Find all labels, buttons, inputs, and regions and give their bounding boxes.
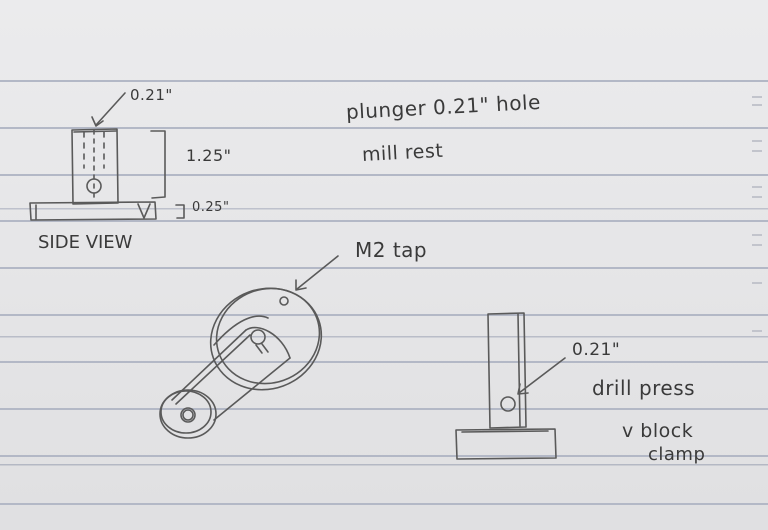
ruled-line bbox=[0, 174, 768, 176]
ruled-line bbox=[0, 314, 768, 316]
side-hole-circle bbox=[86, 178, 102, 194]
margin-mark bbox=[752, 140, 762, 142]
top-dimension-arrow bbox=[95, 92, 126, 126]
arm-right-edge bbox=[213, 357, 291, 421]
margin-mark bbox=[752, 96, 762, 98]
ruled-line bbox=[0, 220, 768, 222]
ruled-line bbox=[0, 503, 768, 505]
upright-plate bbox=[487, 312, 527, 429]
arm-end-boss bbox=[159, 389, 217, 439]
base-thickness-label: 0.25" bbox=[192, 200, 230, 215]
drill-press-drawing bbox=[455, 312, 566, 460]
base-thickness-bracket bbox=[175, 204, 185, 219]
right-diameter-label: 0.21" bbox=[572, 340, 621, 360]
margin-mark bbox=[752, 234, 762, 236]
side-view-label: SIDE VIEW bbox=[38, 232, 133, 253]
arm-end-boss-inner bbox=[160, 390, 212, 434]
disc-edge-shadow bbox=[213, 315, 269, 346]
ruled-line bbox=[0, 455, 768, 457]
arm-left-edge bbox=[171, 329, 247, 401]
upright-plate-inner-edge bbox=[517, 313, 521, 427]
margin-mark bbox=[752, 104, 762, 106]
top-diameter-label: 0.21" bbox=[130, 86, 173, 104]
center-hole bbox=[250, 329, 266, 345]
m2-arrow bbox=[296, 255, 339, 290]
clamp-label: clamp bbox=[648, 444, 706, 465]
right-arrow-head bbox=[517, 383, 529, 395]
mill-rest-note: mill rest bbox=[361, 139, 444, 166]
upright-block-top-edge bbox=[73, 130, 117, 133]
height-label: 1.25" bbox=[186, 146, 232, 165]
right-hole-circle bbox=[500, 396, 516, 412]
margin-mark bbox=[752, 244, 762, 246]
arm-left-edge-2 bbox=[175, 334, 251, 405]
ruled-line bbox=[0, 267, 768, 269]
top-arrow-head bbox=[91, 116, 104, 127]
ruled-line bbox=[0, 361, 768, 363]
drill-press-label: drill press bbox=[592, 376, 696, 400]
margin-mark bbox=[752, 282, 762, 284]
base-plate bbox=[29, 201, 157, 221]
height-bracket bbox=[150, 130, 166, 199]
m2-arrow-head bbox=[295, 279, 307, 291]
isometric-arm-drawing bbox=[159, 255, 339, 439]
margin-mark bbox=[752, 150, 762, 152]
arm-end-hole-inner bbox=[182, 409, 194, 421]
base-v-notch bbox=[137, 203, 151, 219]
ruled-line bbox=[0, 127, 768, 129]
margin-mark bbox=[752, 196, 762, 198]
arm-end-hole bbox=[180, 407, 196, 423]
ruled-line bbox=[0, 408, 768, 410]
right-base-block bbox=[455, 428, 557, 460]
center-hole-shading bbox=[255, 343, 269, 354]
arm-top-cap bbox=[245, 326, 291, 359]
margin-mark bbox=[752, 330, 762, 332]
ruled-line bbox=[0, 80, 768, 82]
disc-outline-inner bbox=[215, 287, 321, 385]
side-view-drawing bbox=[29, 92, 185, 221]
m2-tap-label: M2 tap bbox=[355, 238, 428, 262]
disc-outline bbox=[209, 287, 323, 391]
m2-tap-hole bbox=[279, 296, 289, 306]
v-block-label: v block bbox=[622, 420, 694, 442]
right-base-top-edge bbox=[461, 430, 549, 433]
right-dimension-arrow bbox=[518, 357, 566, 394]
margin-mark bbox=[752, 186, 762, 188]
